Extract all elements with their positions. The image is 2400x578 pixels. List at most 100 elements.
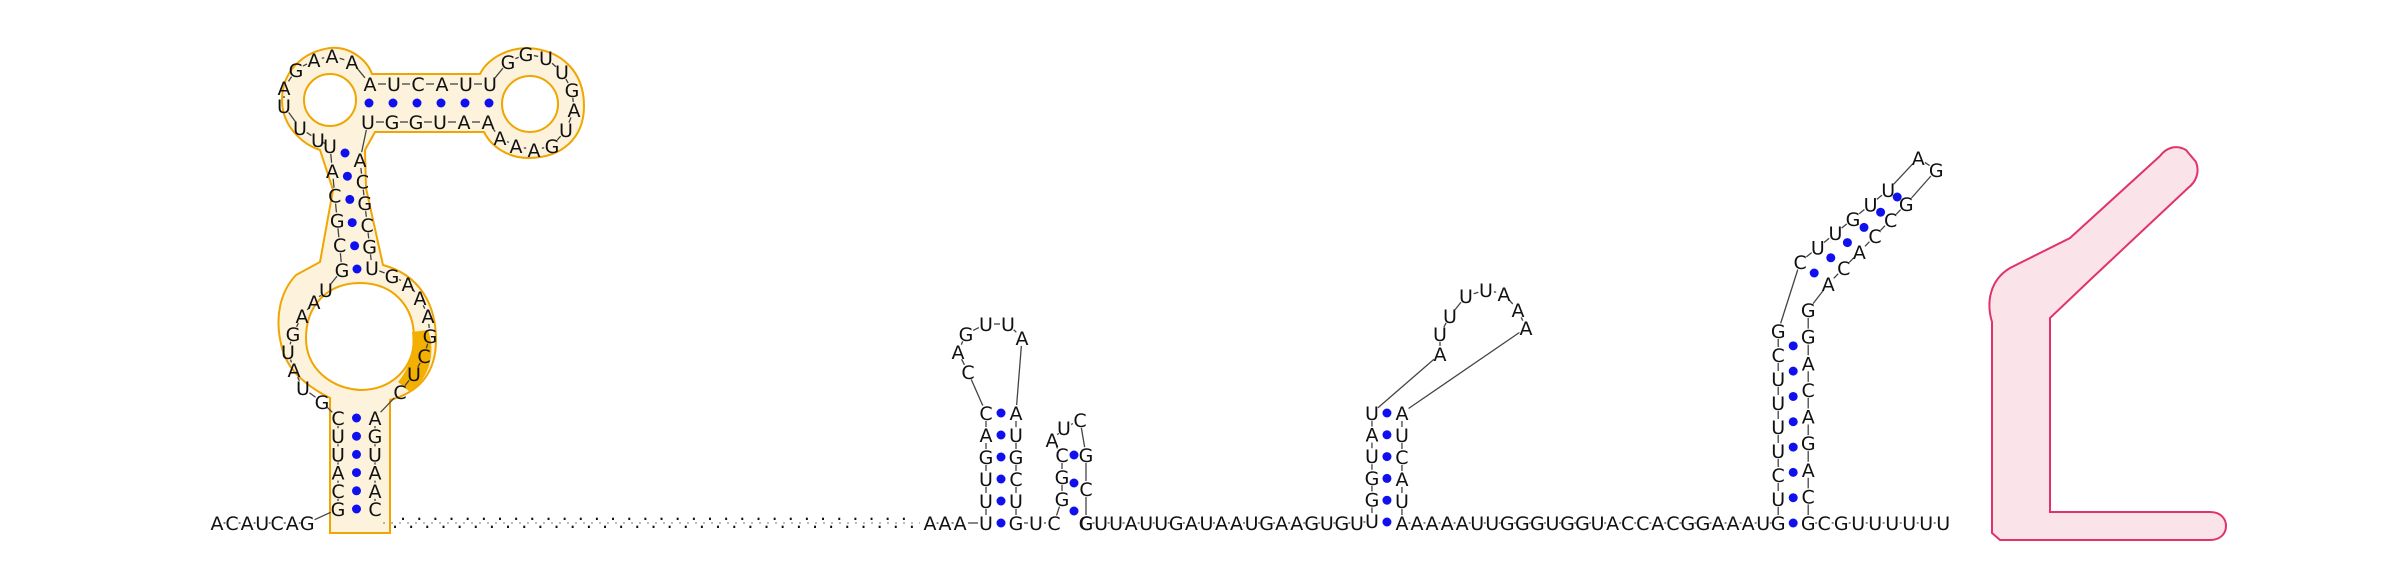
backbone-link — [337, 228, 340, 238]
base-pair-dot — [436, 98, 446, 108]
backbone-link — [1924, 161, 1930, 167]
strand-nucleotide: A — [1651, 513, 1664, 535]
strand-nucleotide: U — [1485, 513, 1499, 535]
hairpin3-loop-nucleotide: U — [1459, 286, 1473, 308]
hairpin3-stem-nucleotide: A — [1395, 469, 1408, 491]
gap-dot: . — [885, 503, 891, 525]
hairpin3-loop-nucleotide: U — [1433, 324, 1447, 346]
hairpin2-stem-nucleotide: C — [1079, 513, 1092, 535]
hairpin2-stem-nucleotide: G — [1055, 467, 1070, 489]
orange-branch-strand-nucleotide: U — [483, 74, 497, 96]
backbone-link — [330, 153, 333, 163]
strand-nucleotide: U — [1139, 513, 1153, 535]
backbone-link — [412, 289, 416, 293]
base-pair-dot — [996, 408, 1006, 418]
hairpin3-stem-nucleotide: A — [1365, 425, 1378, 447]
orange-stem-nucleotide: A — [369, 481, 382, 503]
base-pair-dot — [352, 449, 361, 459]
backbone-link — [1864, 241, 1870, 247]
orange-branch-strand-nucleotide: U — [459, 74, 473, 96]
hairpin1-loop-nucleotide: G — [959, 324, 974, 346]
base-pair-dot — [1382, 517, 1392, 527]
gap-dot: . — [836, 503, 842, 525]
base-pair-dot — [352, 431, 361, 441]
strand-nucleotide: A — [1742, 513, 1755, 535]
strand-nucleotide: U — [1109, 513, 1123, 535]
orange-branch-strand-nucleotide: A — [458, 112, 471, 134]
base-pair-dot — [345, 194, 355, 204]
base-pair-dot — [352, 264, 362, 274]
pink-stem-nucleotide: A — [1802, 353, 1815, 375]
gap-dot: . — [731, 511, 737, 533]
leader-nucleotide: G — [300, 513, 315, 535]
tail-nucleotide: G — [1834, 513, 1849, 535]
orange-branch-loop-nucleotide: A — [528, 140, 541, 162]
hairpin3-loop-nucleotide: U — [1443, 306, 1457, 328]
strand-nucleotide: A — [1426, 513, 1439, 535]
backbone-link — [1508, 299, 1514, 305]
backbone-link — [1911, 175, 1932, 199]
hairpin3-loop-nucleotide: A — [1434, 344, 1447, 366]
strand-nucleotide: A — [924, 513, 937, 535]
base-pair-dot — [1826, 253, 1836, 263]
gap-dot: . — [610, 503, 616, 525]
pink-stem-nucleotide: C — [1802, 380, 1815, 402]
backbone-link — [1056, 432, 1060, 436]
pink-stem-nucleotide: C — [1772, 465, 1785, 487]
hairpin3-stem-nucleotide: U — [1395, 491, 1409, 513]
backbone-link — [327, 407, 333, 413]
orange-loop-nucleotide: G — [385, 266, 400, 288]
gap-dot: . — [634, 511, 640, 533]
gap-dot: . — [828, 511, 834, 533]
orange-upper-stem-nucleotide: C — [333, 235, 346, 257]
pink-stem-nucleotide: U — [1771, 369, 1785, 391]
hairpin2-stem-nucleotide: C — [1055, 445, 1068, 467]
gap-dot: . — [521, 511, 527, 533]
gap-dot: . — [473, 511, 479, 533]
base-pair-dot — [1788, 341, 1798, 351]
backbone-link — [1377, 358, 1435, 409]
backbone-link — [417, 362, 421, 368]
highlight-outlines — [277, 46, 2228, 541]
hairpin1-stem-nucleotide: C — [979, 403, 992, 425]
base-pair-dot — [340, 148, 350, 158]
gap-dot: . — [901, 503, 907, 525]
gap-dot: . — [852, 503, 858, 525]
orange-stem-nucleotide: U — [331, 444, 345, 466]
orange-upper-stem-nucleotide: A — [326, 161, 339, 183]
backbone-link — [339, 253, 342, 263]
gap-dot: . — [667, 511, 673, 533]
strand-nucleotide: U — [1154, 513, 1168, 535]
orange-loop-nucleotide: A — [422, 306, 435, 328]
orange-branch-strand-nucleotide: C — [411, 74, 424, 96]
gap-dot: . — [505, 511, 511, 533]
leader-nucleotide: A — [241, 513, 254, 535]
backbone-link — [296, 376, 301, 382]
backbone-link — [306, 131, 312, 137]
orange-stem-nucleotide: C — [331, 481, 344, 503]
strand-nucleotide: G — [1334, 513, 1349, 535]
strand-nucleotide: A — [1456, 513, 1469, 535]
gap-dot: . — [400, 503, 406, 525]
backbone-link — [1520, 317, 1524, 321]
tail-nucleotide: U — [1885, 513, 1899, 535]
backbone-link — [322, 141, 326, 145]
strand-nucleotide: C — [1666, 513, 1679, 535]
backbone-link — [314, 511, 331, 521]
backbone-link — [972, 326, 980, 332]
base-pairs — [340, 98, 1902, 528]
strand-nucleotide: U — [1545, 513, 1559, 535]
pink-diag-nucleotide: A — [1853, 242, 1866, 264]
gap-dot: . — [739, 503, 745, 525]
orange-branch-loop-nucleotide: A — [308, 50, 321, 72]
orange-branch-strand-nucleotide: A — [482, 112, 495, 134]
orange-branch-loop-nucleotide: G — [519, 44, 534, 66]
hairpin3-stem-nucleotide: G — [1365, 489, 1380, 511]
backbone-link — [1823, 237, 1830, 244]
gap-dot: . — [562, 503, 568, 525]
backbone-link — [330, 275, 338, 285]
orange-highlight-patch — [398, 330, 432, 392]
strand-nucleotide: A — [1606, 513, 1619, 535]
orange-loop-nucleotide: G — [315, 392, 330, 414]
